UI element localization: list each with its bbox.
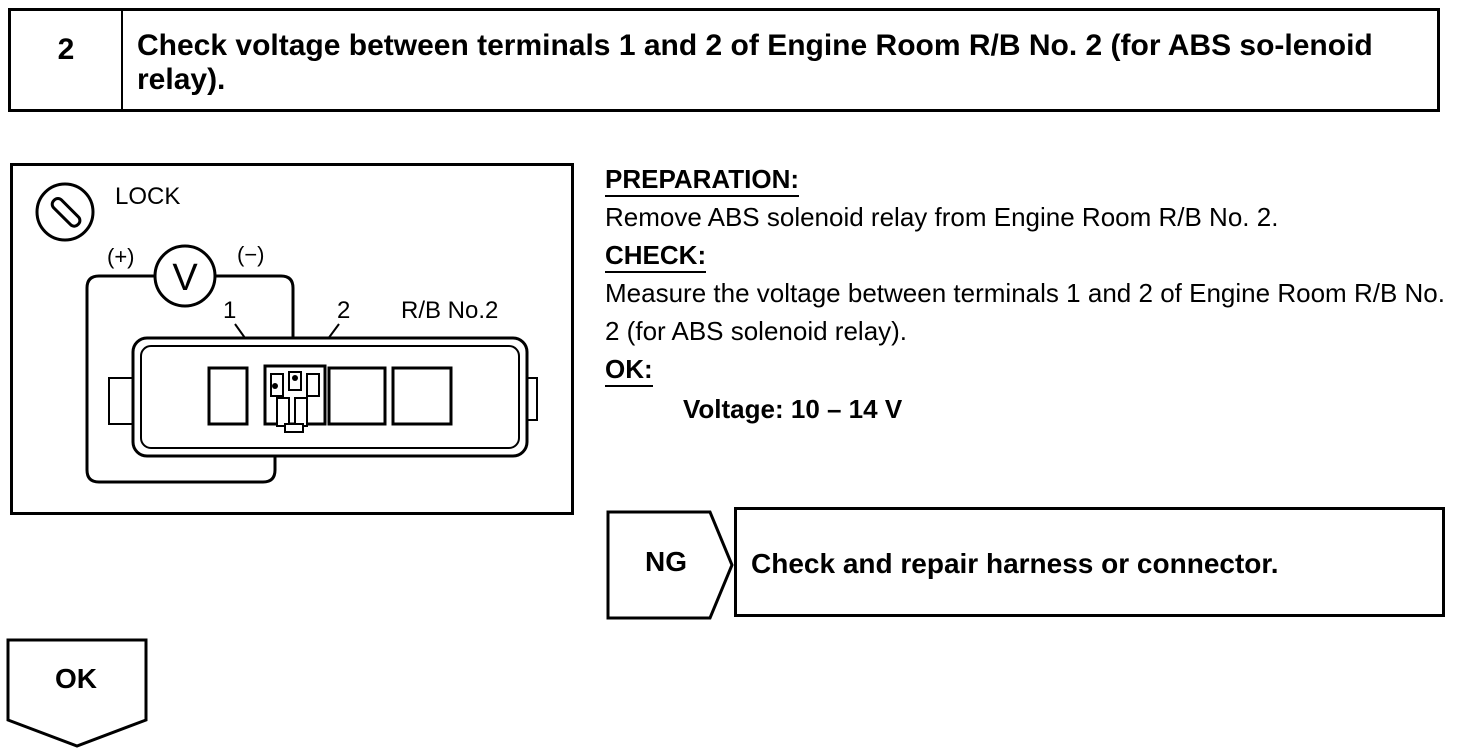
ng-arrow-icon <box>606 510 734 620</box>
check-heading: CHECK: <box>605 239 707 273</box>
ok-spec: Voltage: 10 – 14 V <box>683 394 903 424</box>
wiring-diagram: LOCK (+) (−) V 1 2 R/B No.2 <box>10 163 574 515</box>
preparation-text: Remove ABS solenoid relay from Engine Ro… <box>605 202 1279 232</box>
terminal-1-label: 1 <box>223 297 236 324</box>
plus-label: (+) <box>107 244 135 269</box>
terminal-2-label: 2 <box>337 297 350 324</box>
voltmeter-icon: V <box>153 244 217 308</box>
ng-label: NG <box>645 546 687 577</box>
instructions: PREPARATION: Remove ABS solenoid relay f… <box>605 160 1445 428</box>
ng-action-box: Check and repair harness or connector. <box>734 507 1445 617</box>
ignition-lock-icon <box>35 182 95 242</box>
block-label: R/B No.2 <box>401 297 498 324</box>
relay-block <box>108 336 538 458</box>
negative-lead <box>215 274 295 378</box>
preparation-heading: PREPARATION: <box>605 163 800 197</box>
lock-label: LOCK <box>115 183 180 210</box>
step-header: 2 Check voltage between terminals 1 and … <box>8 8 1440 112</box>
step-title: Check voltage between terminals 1 and 2 … <box>137 29 1373 96</box>
ok-label: OK <box>55 663 97 694</box>
minus-label: (−) <box>237 242 265 267</box>
relay-block-illustration: LOCK (+) (−) V 1 2 R/B No.2 <box>35 182 538 484</box>
ok-heading: OK: <box>605 353 653 387</box>
ng-action-text: Check and repair harness or connector. <box>751 548 1279 579</box>
step-number: 2 <box>11 11 123 109</box>
ok-arrow-icon <box>6 638 148 748</box>
meter-label: V <box>172 257 198 299</box>
check-text: Measure the voltage between terminals 1 … <box>605 278 1445 346</box>
positive-lead <box>85 274 277 484</box>
